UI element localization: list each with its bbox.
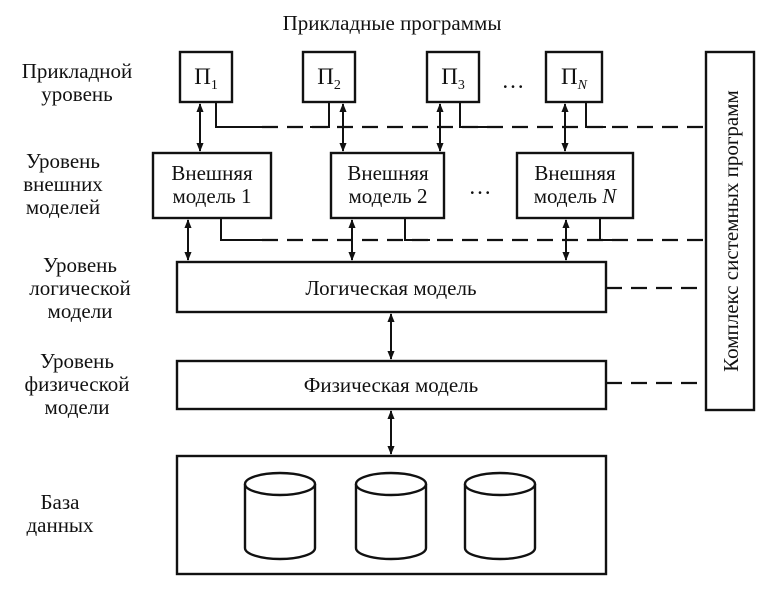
- level-physical-line-1: Уровень: [40, 349, 114, 373]
- program-boxes: П1 П2 П3 ПN …: [178, 50, 604, 104]
- level-physical-line-2: физической: [25, 372, 130, 396]
- level-external-line-3: моделей: [26, 195, 100, 219]
- logical-model-label: Логическая модель: [305, 276, 476, 300]
- system-programs-box: [704, 50, 756, 412]
- database-cylinders: [243, 471, 537, 561]
- logical-model-box: [175, 260, 608, 314]
- external-model-2-line-1: Внешняя: [347, 161, 429, 185]
- level-logical-line-2: логической: [29, 276, 130, 300]
- program-box-3: [425, 50, 481, 104]
- external-model-2-line-2: модель 2: [349, 184, 428, 208]
- external-model-n-line-2: модель N: [534, 184, 618, 208]
- database-cylinder-3: [463, 484, 537, 561]
- program-label-1: П1: [194, 64, 218, 93]
- external-model-box-2: [329, 151, 446, 220]
- level-physical-line-3: модели: [45, 395, 110, 419]
- level-external-line-2: внешних: [23, 172, 103, 196]
- physical-model-label: Физическая модель: [304, 373, 478, 397]
- level-logical-line-1: Уровень: [43, 253, 117, 277]
- level-database-line-1: База: [41, 490, 81, 514]
- connector-p2: [310, 102, 330, 128]
- level-external-line-1: Уровень: [26, 149, 100, 173]
- external-model-1-line-2: модель 1: [173, 184, 252, 208]
- model-system-connectors: [220, 218, 706, 242]
- database-cylinder-top-3: [463, 471, 537, 497]
- program-label-3: П3: [441, 64, 465, 93]
- diagram-title: Прикладные программы: [283, 11, 502, 35]
- connector-m2: [404, 218, 430, 241]
- program-ellipsis: …: [502, 68, 525, 93]
- level-application-line-1: Прикладной: [22, 59, 133, 83]
- connector-mn: [599, 218, 622, 241]
- physical-model-box: [175, 359, 608, 411]
- database-cylinder-1: [243, 484, 317, 561]
- program-box-n: [544, 50, 604, 104]
- connector-pn: [585, 102, 606, 128]
- level-labels: Прикладной уровень Уровень внешних модел…: [22, 59, 133, 537]
- external-model-box-1: [151, 151, 273, 220]
- external-model-1-line-1: Внешняя: [171, 161, 253, 185]
- level-logical-line-3: модели: [48, 299, 113, 323]
- external-model-box-n: [515, 151, 635, 220]
- model-ellipsis: …: [469, 174, 492, 199]
- system-programs-label: Комплекс системных программ: [719, 90, 743, 372]
- program-label-2: П2: [317, 64, 341, 93]
- database-cylinder-2: [354, 484, 428, 561]
- database-cylinder-top-1: [243, 471, 317, 497]
- connector-p1: [215, 102, 262, 128]
- connector-p3: [459, 102, 490, 128]
- level-database-line-2: данных: [26, 513, 94, 537]
- connector-m1: [220, 218, 262, 241]
- external-model-n-line-1: Внешняя: [534, 161, 616, 185]
- external-model-boxes: Внешняя модель 1 Внешняя модель 2 Внешня…: [151, 151, 635, 220]
- program-label-n: ПN: [561, 64, 588, 93]
- program-system-connectors: [215, 102, 706, 129]
- program-box-1: [178, 50, 234, 104]
- level-application-line-2: уровень: [41, 82, 112, 106]
- database-cylinder-top-2: [354, 471, 428, 497]
